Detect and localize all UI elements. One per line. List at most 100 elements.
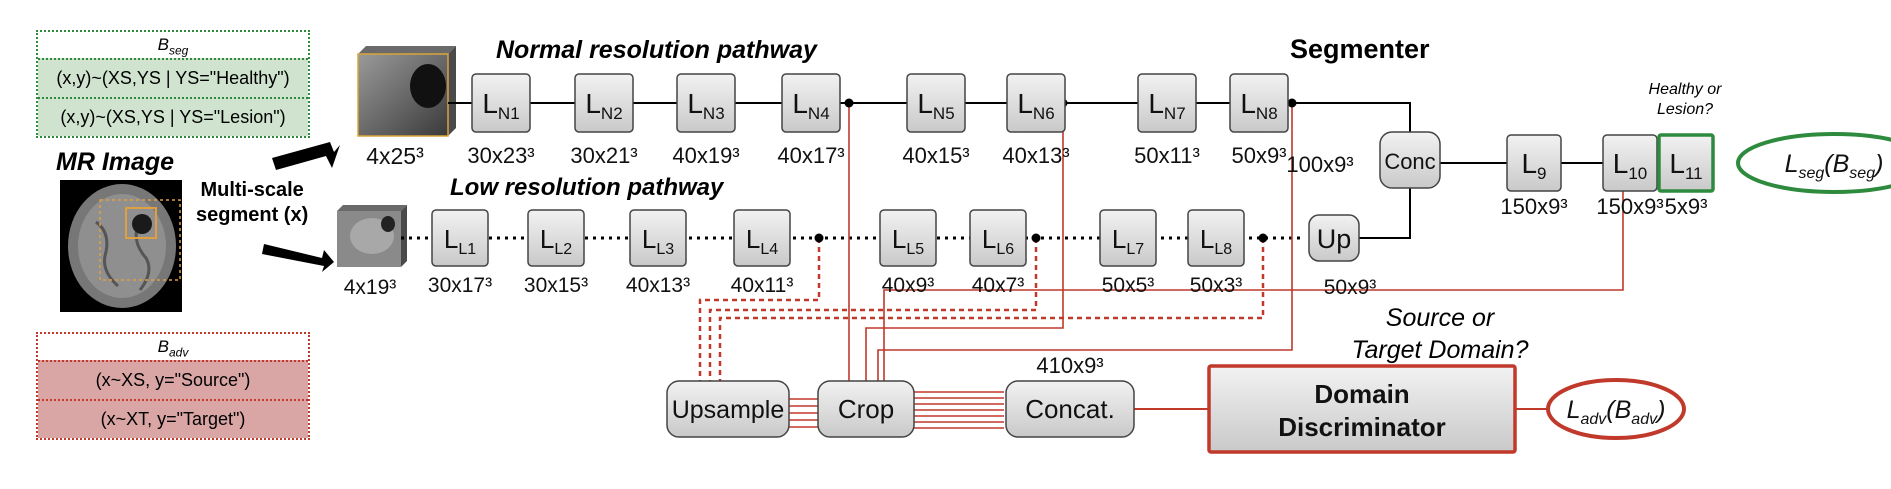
layer-name-low: LL2 [540,224,572,258]
ladv-ellipse [1546,378,1686,440]
layer-size-normal: 50x11³ [1134,143,1200,168]
low-pathway-heading: Low resolution pathway [450,174,724,201]
layer-node-low [1187,209,1245,267]
layer-node-low [527,209,585,267]
layer-node-normal [1006,73,1066,133]
head-junction-dot [1618,158,1628,168]
normal-input-size: 4x25³ [366,143,424,169]
layer-node-normal [1137,73,1197,133]
normal-input-patch [357,46,456,137]
bseg-legend: Bseg (x,y)~(XS,YS | YS="Healthy") (x,y)~… [36,30,310,138]
mr-image [60,180,182,312]
lseg-label: Lseg(Bseg) [1785,150,1884,182]
layer-node-low [879,209,937,267]
layer-size-head: 150x9³ [1596,194,1663,219]
up-block [1308,214,1360,262]
upsample-label: Upsample [672,396,785,424]
layer-name-low: LL1 [444,224,476,258]
segmenter-heading: Segmenter [1290,34,1430,64]
layer-node-normal [1229,73,1289,133]
ladv-label: Ladv(Badv) [1567,396,1666,428]
layer-size-normal: 40x13³ [1002,143,1069,168]
bseg-row-lesion: (x,y)~(XS,YS | YS="Lesion") [38,97,308,136]
layer-name-normal: LN2 [585,88,622,123]
crop-block [817,380,915,438]
layer-node-normal [574,73,634,133]
discriminator-line2: Discriminator [1278,412,1446,442]
low-input-size: 4x19³ [344,276,397,299]
layer-size-low: 50x3³ [1190,274,1243,297]
badv-row-source: (x~XS, y="Source") [38,360,308,399]
layer-name-low: LL8 [1200,224,1232,258]
layer-size-low: 30x17³ [428,274,492,297]
layer-name-normal: LN3 [687,88,724,123]
red-dotted-l4 [698,238,821,390]
size-labels: LN130x23³LN230x21³LN340x19³LN440x17³LN54… [344,88,1884,442]
normal-junction-dot [1287,98,1297,108]
layer-name-normal: LN8 [1240,88,1277,123]
layer-size-normal: 30x21³ [570,143,637,168]
low-junction-dot [814,233,824,243]
layer-node-normal [471,73,531,133]
layer-name-normal: LN1 [482,88,519,123]
layer-name-head: L9 [1521,148,1546,183]
layer-name-low: LL7 [1112,224,1144,258]
layer-node-head [1602,134,1658,192]
layer-name-low: LL4 [746,224,778,258]
layer-node-normal [676,73,736,133]
conc-size: 100x9³ [1286,152,1353,177]
layer-size-low: 50x5³ [1102,274,1155,297]
domain-discriminator-block [1207,364,1517,454]
layer-name-low: LL6 [982,224,1014,258]
up-to-conc-line [1356,184,1411,239]
layer-size-output: 5x9³ [1665,194,1708,219]
concat-block [1005,380,1135,438]
layer-name-normal: LN4 [792,88,829,123]
concat-size: 410x9³ [1036,353,1103,378]
layer-name-low: LL3 [642,224,674,258]
conc-block [1379,131,1441,189]
red-link-n6 [865,103,1064,390]
arrow-to-normal-icon [272,142,340,170]
layer-name-head: L10 [1613,148,1648,183]
layer-size-low: 40x13³ [626,274,690,297]
normal-junction-dot [844,98,854,108]
layer-node-normal [781,73,841,133]
badv-legend: Badv (x~XS, y="Source") (x~XT, y="Target… [36,332,310,440]
upsample-block [666,380,790,438]
layer-size-low: 40x7³ [972,274,1025,297]
red-link-n8 [877,103,1293,390]
layer-size-low: 40x11³ [731,274,794,297]
red-dotted-l6 [708,238,1038,390]
layer-node-low [431,209,489,267]
badv-title: Badv [157,337,189,360]
layer-name-normal: LN5 [917,88,954,123]
layer-node-head [1506,134,1562,192]
layer-node-low [1099,209,1157,267]
layer-node-normal [906,73,966,133]
low-junction-dot [1031,233,1041,243]
layer-name-normal: LN7 [1148,88,1185,123]
normal-pathway-heading: Normal resolution pathway [496,36,817,64]
mr-image-heading: MR Image [56,148,175,176]
bseg-title: Bseg [157,35,189,58]
low-input-patch [337,205,407,267]
low-junction-dot [1258,233,1268,243]
badv-row-target: (x~XT, y="Target") [38,399,308,438]
layer-size-low: 30x15³ [524,274,588,297]
layer-nodes [431,73,1891,454]
layer-name-low: LL5 [892,224,924,258]
arrow-to-low-icon [262,244,334,272]
concat-label: Concat. [1025,394,1115,424]
multi-scale-label: Multi-scale segment (x) [196,179,309,226]
crop-label: Crop [838,394,894,424]
layer-size-normal: 40x15³ [902,143,969,168]
source-target-question: Source or Target Domain? [1351,304,1529,364]
layer-node-low [629,209,687,267]
layer-size-normal: 40x17³ [777,143,844,168]
layer-name-normal: LN6 [1017,88,1054,123]
up-size: 50x9³ [1324,276,1377,299]
layer-node-output [1657,133,1715,193]
discriminator-line1: Domain [1314,379,1409,409]
